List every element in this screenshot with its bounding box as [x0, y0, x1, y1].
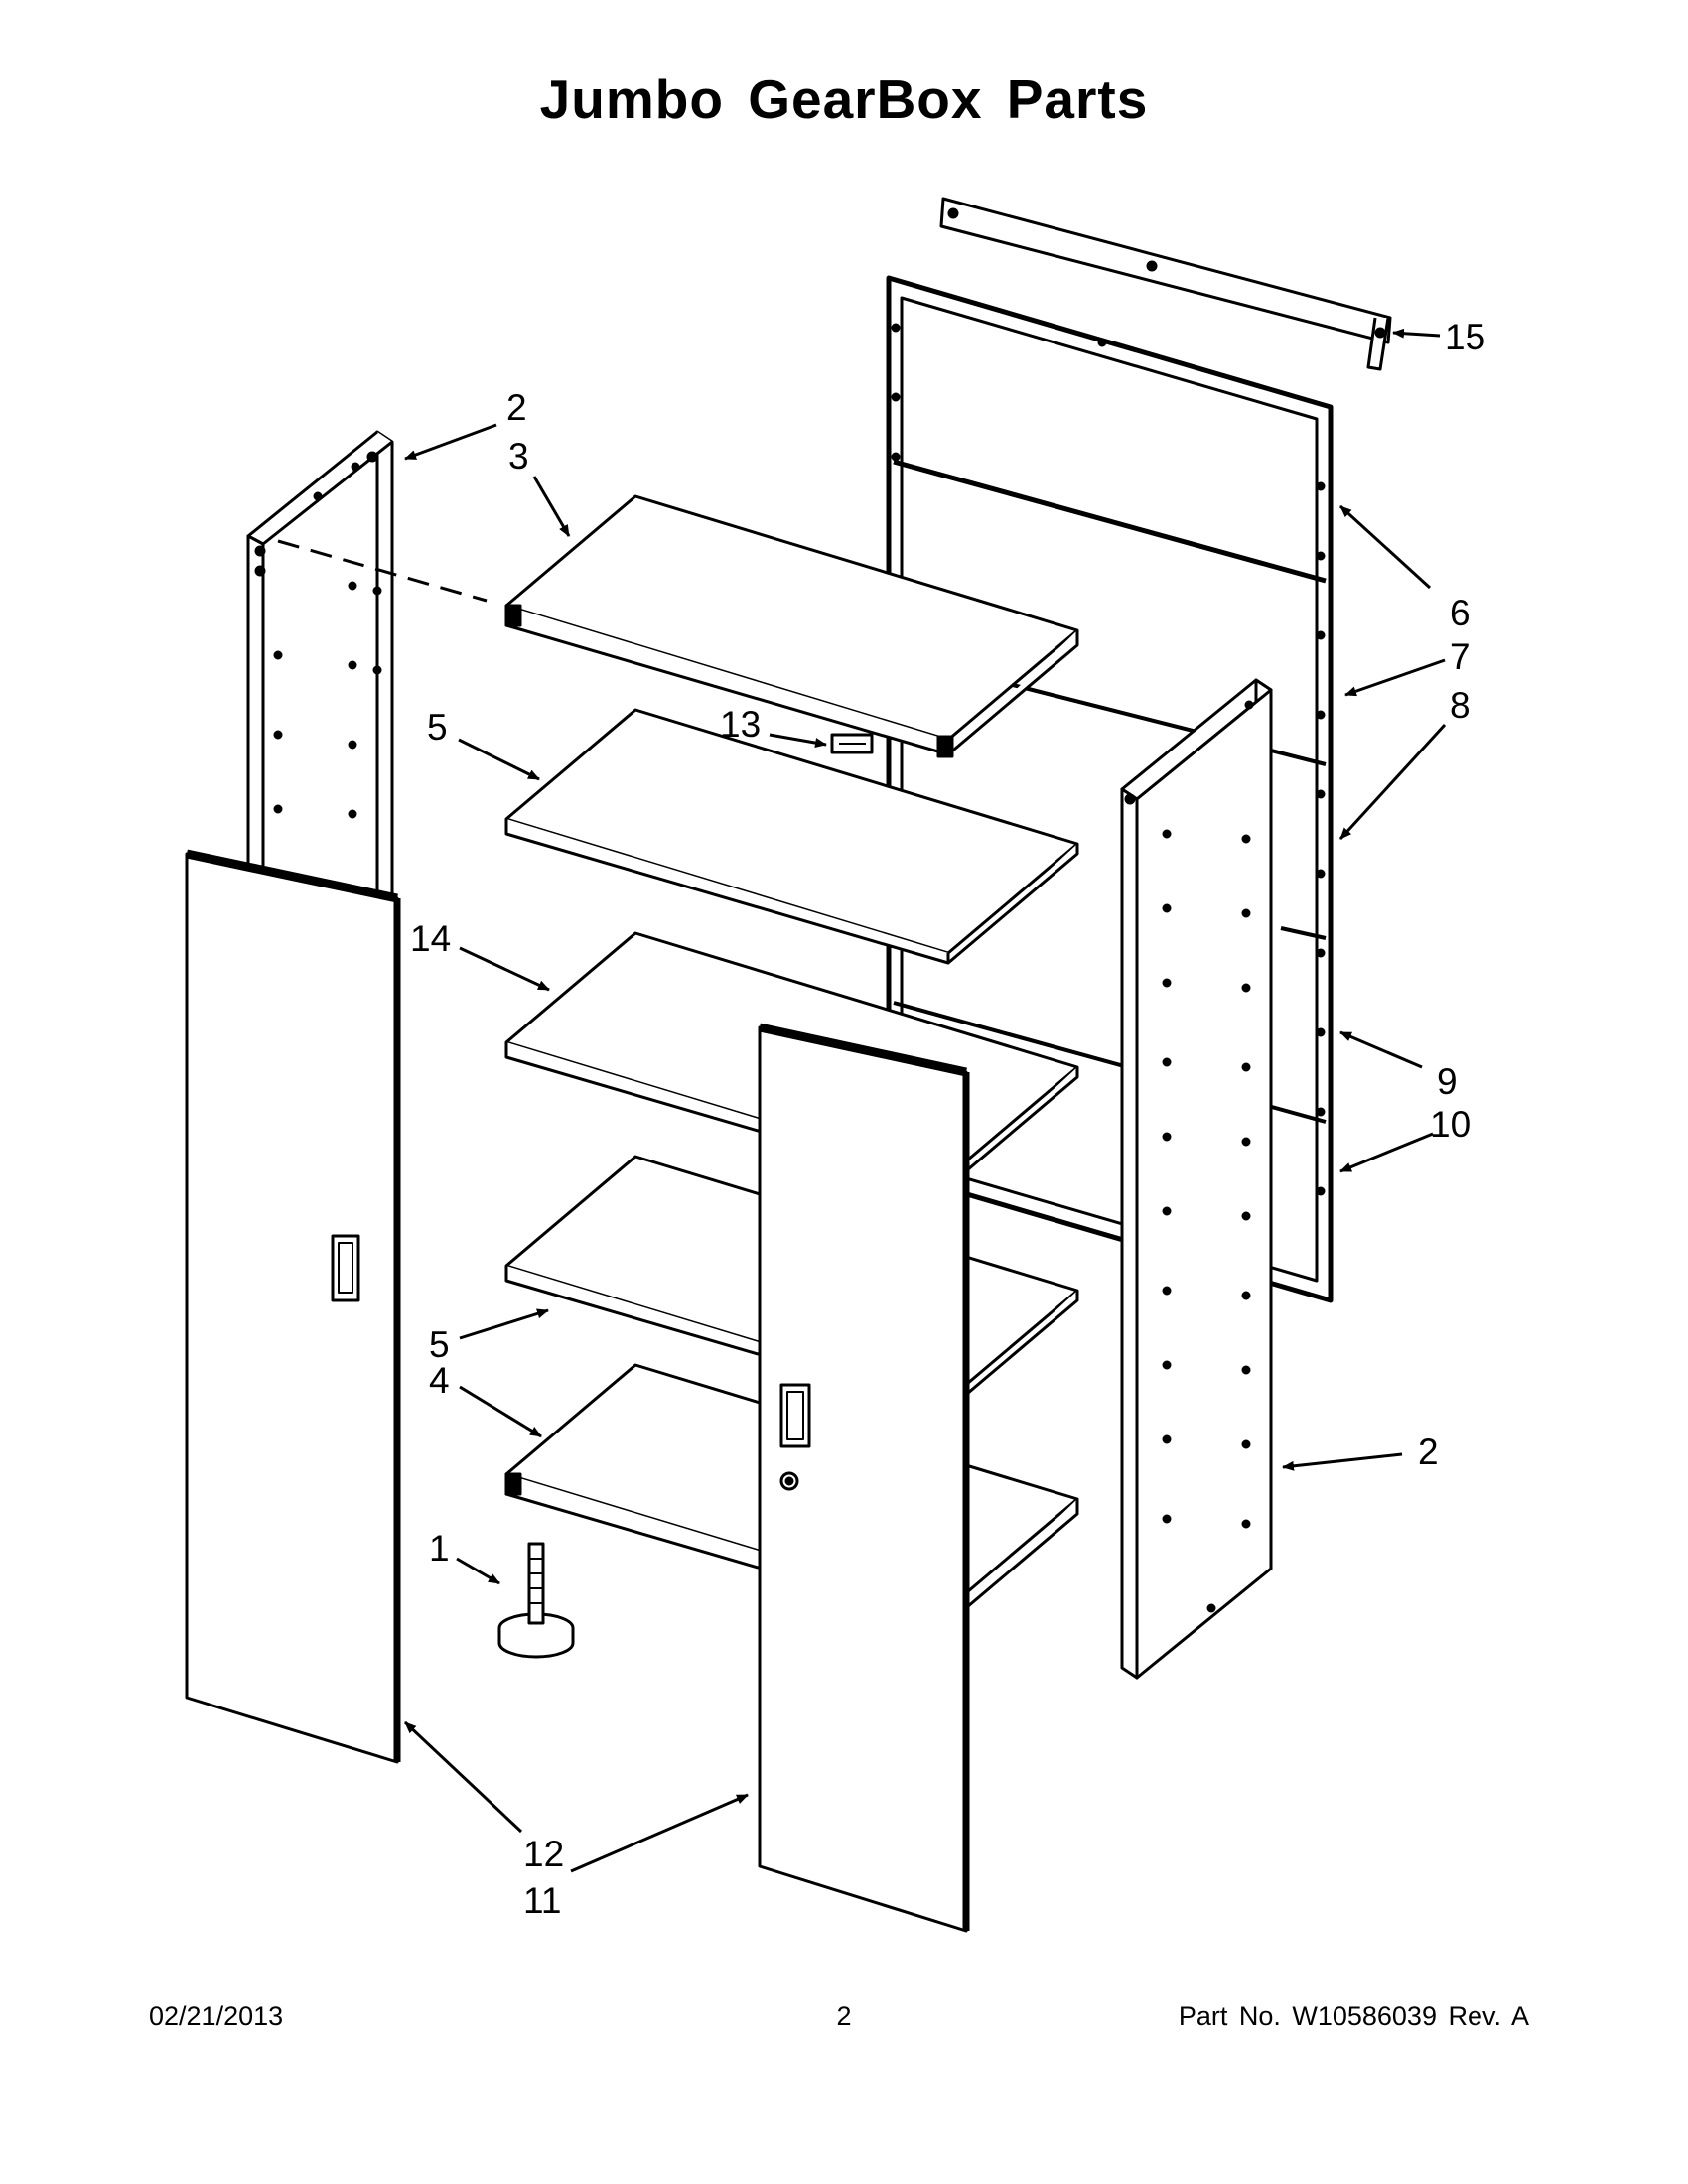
callout-label: 8	[1450, 685, 1471, 726]
callout-label: 12	[523, 1834, 564, 1874]
callout-label: 2	[1418, 1432, 1439, 1472]
callout-label: 9	[1437, 1061, 1458, 1102]
callout-label: 4	[429, 1360, 450, 1401]
callout-label: 10	[1430, 1104, 1471, 1145]
page-title: Jumbo GearBox Parts	[539, 68, 1149, 130]
callout-label: 2	[506, 387, 527, 428]
left-door	[185, 849, 401, 1764]
callout-label: 15	[1445, 317, 1485, 357]
callout-label: 14	[410, 918, 451, 959]
top-rail	[939, 197, 1392, 371]
shelf-top	[504, 494, 1079, 758]
shelf-2	[504, 708, 1079, 965]
callout-label: 6	[1450, 593, 1471, 633]
callout-label: 1	[429, 1528, 450, 1569]
callout-label: 13	[720, 704, 761, 745]
footer-part-number: Part No. W10586039 Rev. A	[1178, 2001, 1529, 2031]
callout-label: 5	[429, 1324, 450, 1365]
callout-label: 5	[427, 707, 448, 748]
footer-date: 02/21/2013	[149, 2001, 284, 2031]
footer-page-number: 2	[836, 2001, 852, 2031]
callout-label: 7	[1450, 636, 1471, 677]
callout-label: 3	[508, 436, 529, 477]
leveling-foot	[497, 1542, 575, 1659]
label-clip	[830, 733, 874, 754]
right-side-panel	[1120, 678, 1273, 1680]
callout-label: 11	[523, 1880, 561, 1921]
right-door	[758, 1023, 970, 1933]
